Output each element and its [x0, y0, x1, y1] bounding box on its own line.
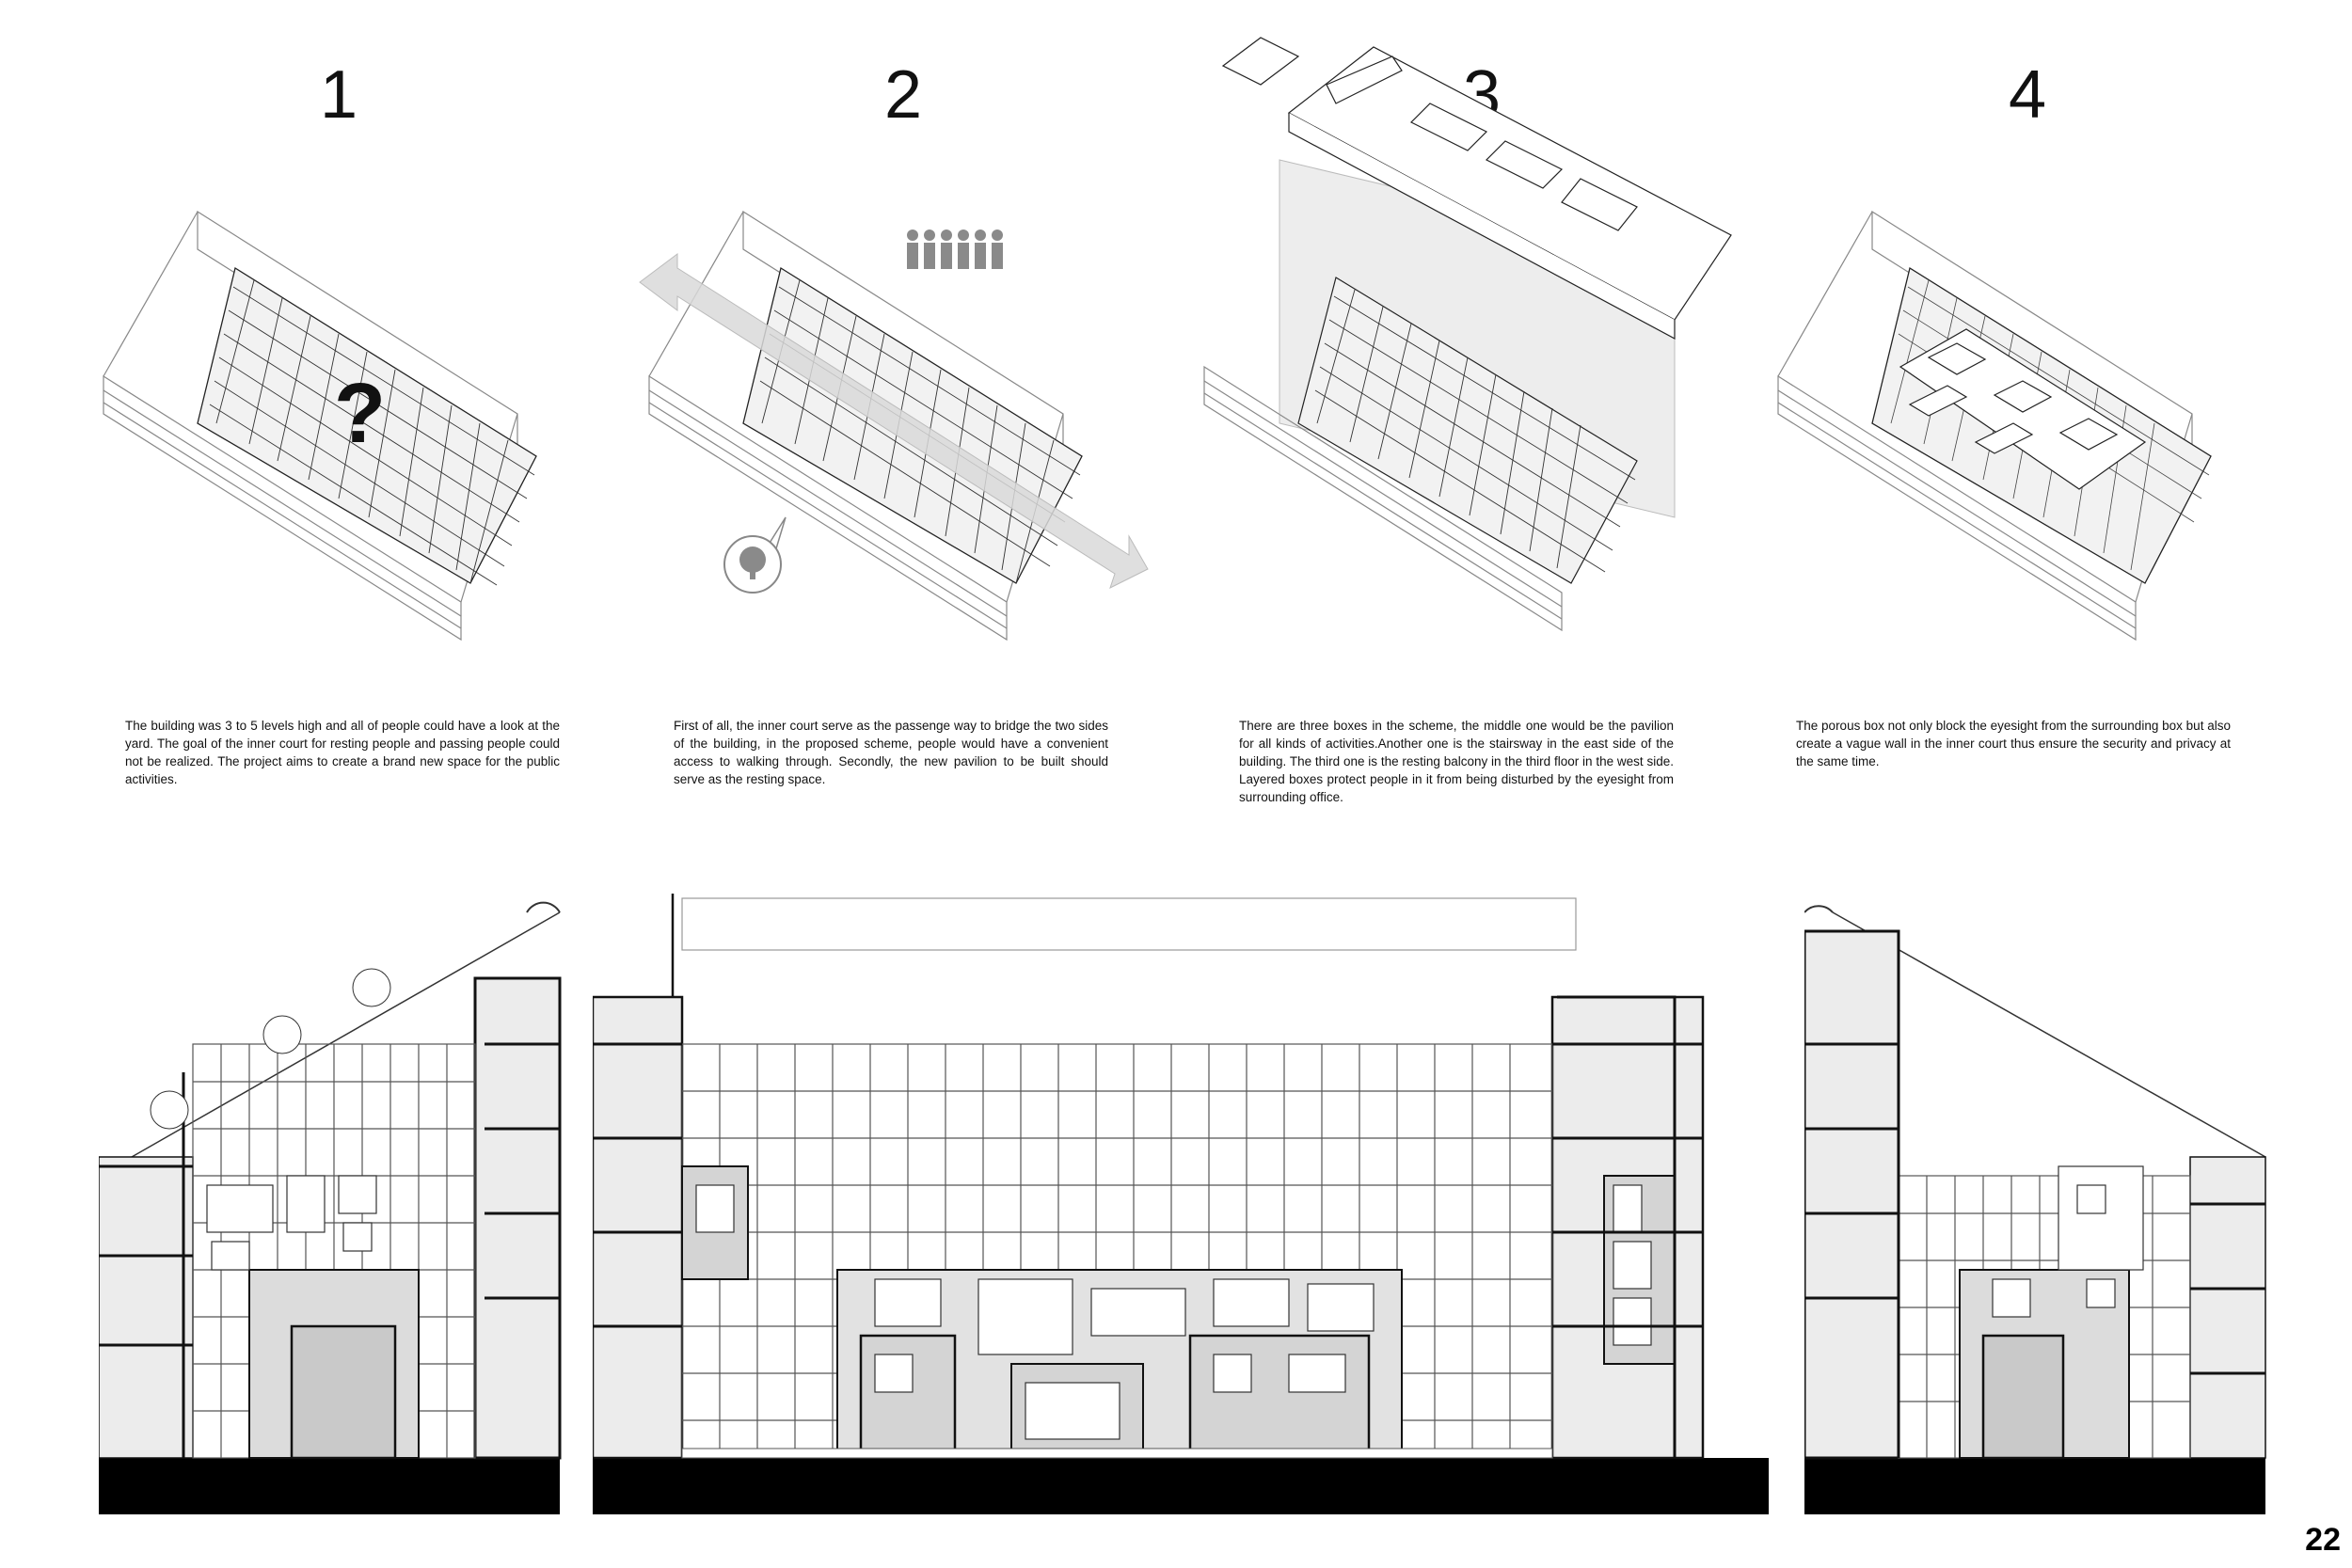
question-mark: ? [334, 367, 386, 461]
passage-arrow-icon [639, 253, 1149, 589]
step-description-2: First of all, the inner court serve as t… [674, 719, 1108, 786]
pavilion-boxes [1221, 37, 1732, 341]
page-number: 22 [2305, 1522, 2341, 1558]
axonometric-diagram-4 [1769, 28, 2314, 668]
porous-box-interior [1899, 328, 2147, 490]
axonometric-diagram-3 [1185, 28, 1769, 668]
section-drawing-west [99, 894, 569, 1524]
step-description-1: The building was 3 to 5 levels high and … [125, 719, 560, 786]
axonometric-diagram-2 [621, 28, 1167, 668]
step-number-4: 4 [2008, 57, 2047, 133]
people-icon [907, 230, 1003, 269]
section-drawing-longitudinal [593, 894, 1778, 1524]
section-drawing-east [1804, 894, 2275, 1524]
tree-icon [723, 516, 787, 594]
axonometric-diagram-1: ? [85, 28, 593, 668]
step-description-4: The porous box not only block the eyesig… [1796, 719, 2231, 768]
step-description-3: There are three boxes in the scheme, the… [1239, 719, 1674, 804]
step-number-2: 2 [883, 57, 923, 133]
step-number-1: 1 [319, 57, 358, 133]
